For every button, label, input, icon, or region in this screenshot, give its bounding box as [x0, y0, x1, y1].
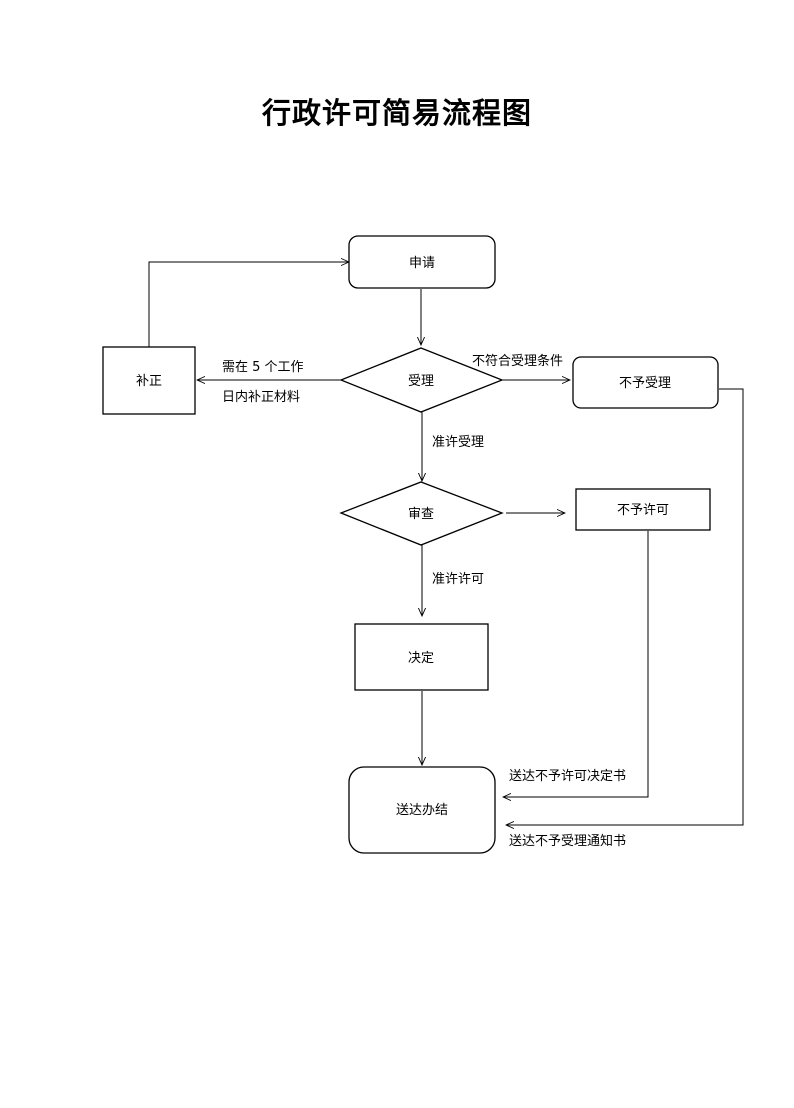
node-reject-accept: 不予受理: [572, 356, 719, 409]
edge-reject-accept-to-deliver: [506, 388, 744, 825]
node-accept-label: 受理: [408, 374, 434, 389]
edge-correct-to-apply: [148, 262, 349, 347]
node-decide-label: 决定: [408, 651, 434, 666]
node-accept: 受理: [339, 347, 504, 413]
label-correct-line2: 日内补正材料: [222, 389, 300, 405]
page-title: 行政许可简易流程图: [261, 96, 532, 130]
node-correct: 补正: [102, 346, 196, 415]
node-reject-permit-label: 不予许可: [617, 503, 669, 518]
label-not-meet: 不符合受理条件: [472, 353, 563, 369]
label-allow-accept: 准许受理: [432, 435, 484, 450]
node-reject-accept-label: 不予受理: [619, 376, 671, 391]
edge-reject-permit-to-deliver: [503, 531, 649, 797]
node-apply-label: 申请: [409, 256, 435, 271]
label-allow-permit: 准许许可: [432, 572, 484, 587]
node-review: 审查: [339, 481, 504, 546]
node-apply: 申请: [348, 235, 496, 289]
node-decide: 决定: [354, 623, 489, 691]
node-reject-permit: 不予许可: [575, 488, 711, 531]
node-deliver-label: 送达办结: [396, 803, 448, 818]
node-deliver: 送达办结: [348, 766, 496, 854]
label-deliver-reject-accept: 送达不予受理通知书: [509, 833, 626, 849]
label-correct-line1: 需在 5 个工作: [222, 360, 304, 375]
node-review-label: 审查: [408, 507, 434, 522]
node-correct-label: 补正: [136, 374, 162, 389]
label-deliver-reject-permit: 送达不予许可决定书: [509, 769, 626, 784]
